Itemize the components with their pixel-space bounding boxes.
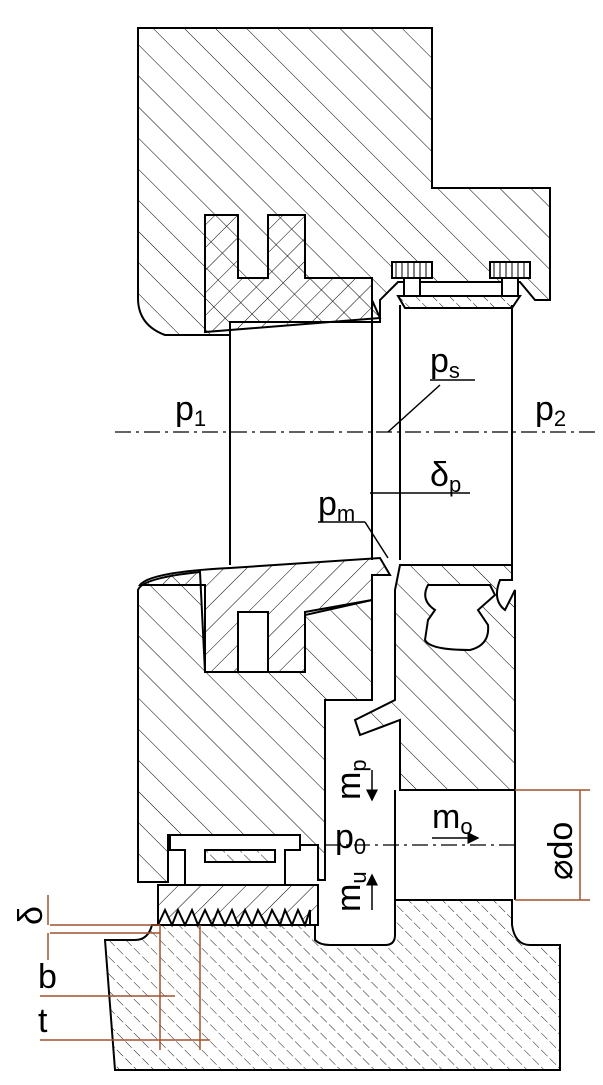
label-pm: pm: [318, 485, 355, 526]
label-ps: ps: [430, 342, 460, 383]
label-p2: p2: [535, 390, 566, 431]
seal-strip: [204, 849, 276, 863]
upper-seal-ring: [204, 214, 382, 334]
labyrinth-teeth: [157, 884, 319, 928]
rotor-shaft: [103, 899, 561, 1071]
blade-root-slot: [423, 584, 497, 652]
upper-casing: [137, 27, 551, 336]
label-t: t: [38, 1002, 48, 1040]
ps-leader: [387, 384, 441, 433]
bolt-left: [391, 261, 433, 297]
label-delta: δ: [12, 906, 50, 925]
label-do: ⌀do: [542, 822, 580, 880]
do-dimension: [515, 789, 590, 901]
left-dimensions: [40, 895, 210, 1050]
label-mo: mo: [432, 798, 473, 839]
bolt-right: [489, 261, 531, 297]
pm-leader: [364, 521, 389, 559]
label-mu: mu: [330, 871, 371, 912]
label-b: b: [38, 958, 57, 996]
upper-shroud-plate: [396, 295, 522, 309]
label-mp: mp: [330, 759, 371, 800]
label-delta-p: δp: [430, 456, 461, 497]
label-p1: p1: [175, 390, 206, 431]
lower-seal-ring: [137, 556, 392, 673]
label-p0: p0: [335, 818, 366, 859]
